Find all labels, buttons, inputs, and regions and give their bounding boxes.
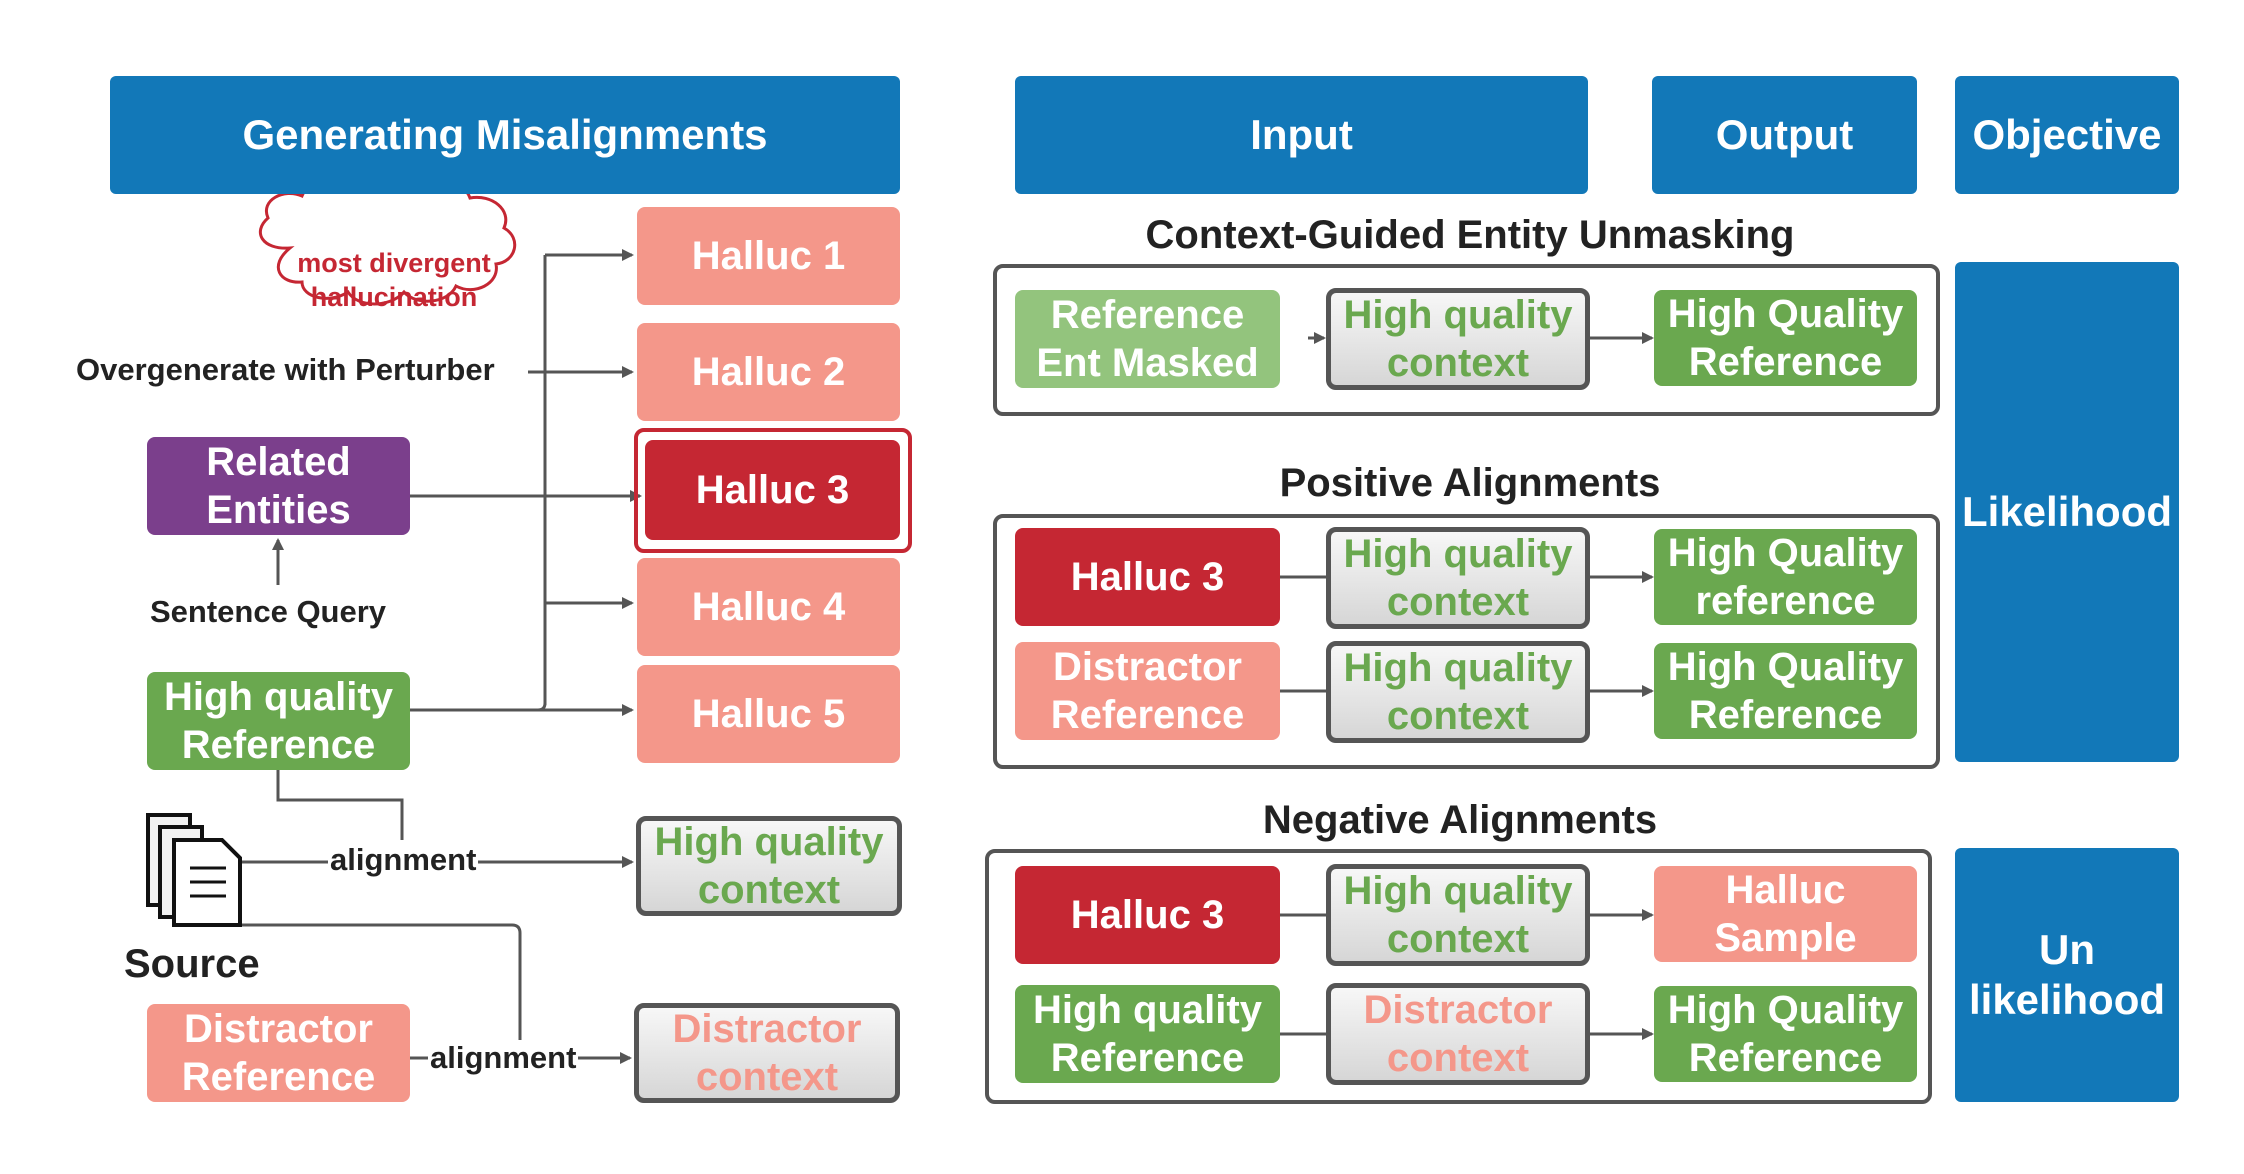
header-objective: Objective [1955, 76, 2179, 194]
perturber-label: Overgenerate with Perturber [76, 352, 495, 387]
neg2-input-b-box: Distractor context [1326, 983, 1590, 1085]
header-output: Output [1652, 76, 1917, 194]
neg2-output-box: High Quality Reference [1654, 986, 1917, 1082]
cloud-label: most divergent hallucination [297, 248, 491, 312]
document-stack-icon [146, 813, 242, 927]
hq-ref-to-alignment-line [276, 770, 404, 840]
hq-context-box: High quality context [636, 816, 902, 916]
neg1-input-b-box: High quality context [1326, 864, 1590, 966]
objective-likelihood-bar: Likelihood [1955, 262, 2179, 762]
source-to-distractor-line [242, 923, 522, 1058]
unmask-input-b-box: High quality context [1326, 288, 1590, 390]
halluc-3-highlight-frame [634, 428, 912, 553]
distractor-reference-box: Distractor Reference [147, 1004, 410, 1102]
neg2-input-a-box: High quality Reference [1015, 985, 1280, 1083]
unmasking-frame [993, 264, 1940, 416]
unmask-input-a-box: Reference Ent Masked [1015, 290, 1280, 388]
section-title-positive: Positive Alignments [1279, 461, 1661, 505]
hq-reference-box: High quality Reference [147, 672, 410, 770]
neg1-output-box: Halluc Sample [1654, 866, 1917, 962]
alignment-label-2: alignment [428, 1040, 579, 1076]
halluc-5-box: Halluc 5 [637, 665, 900, 763]
negative-frame [985, 849, 1932, 1104]
source-label: Source [124, 942, 260, 986]
pos1-input-a-box: Halluc 3 [1015, 528, 1280, 626]
cloud-icon [258, 173, 517, 306]
neg1-input-a-box: Halluc 3 [1015, 866, 1280, 964]
sentence-query-label: Sentence Query [150, 594, 387, 629]
pos1-input-b-box: High quality context [1326, 527, 1590, 629]
alignment-label-1: alignment [328, 842, 479, 878]
header-generating-misalignments: Generating Misalignments [110, 76, 900, 194]
halluc-2-box: Halluc 2 [637, 323, 900, 421]
positive-frame [993, 514, 1940, 769]
hq-ref-to-trunk-line [410, 702, 547, 712]
pos2-input-b-box: High quality context [1326, 641, 1590, 743]
distractor-context-box: Distractor context [634, 1003, 900, 1103]
pos2-input-a-box: Distractor Reference [1015, 642, 1280, 740]
unmask-output-box: High Quality Reference [1654, 290, 1917, 386]
pos1-output-box: High Quality reference [1654, 529, 1917, 625]
halluc-1-box: Halluc 1 [637, 207, 900, 305]
section-title-unmasking: Context-Guided Entity Unmasking [1145, 213, 1795, 257]
header-input: Input [1015, 76, 1588, 194]
halluc-3-box: Halluc 3 [645, 440, 900, 540]
halluc-4-box: Halluc 4 [637, 558, 900, 656]
related-entities-box: Related Entities [147, 437, 410, 535]
objective-unlikelihood-bar: Un likelihood [1955, 848, 2179, 1102]
section-title-negative: Negative Alignments [1262, 798, 1658, 842]
pos2-output-box: High Quality Reference [1654, 643, 1917, 739]
